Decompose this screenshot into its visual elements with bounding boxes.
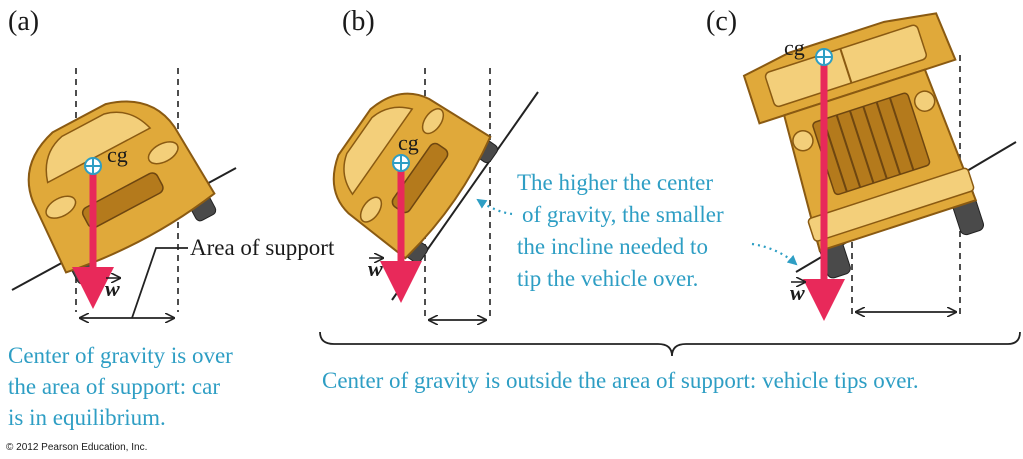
svg-text:Center of gravity is over: Center of gravity is over bbox=[8, 343, 233, 368]
svg-text:is in equilibrium.: is in equilibrium. bbox=[8, 405, 166, 430]
panel-a-weight-label: w bbox=[105, 276, 120, 301]
panel-a-cg-marker bbox=[84, 157, 102, 175]
panel-c-truck bbox=[742, 12, 985, 279]
panel-a-car bbox=[27, 100, 217, 285]
copyright-notice: © 2012 Pearson Education, Inc. bbox=[6, 442, 147, 453]
svg-text:the incline needed to: the incline needed to bbox=[517, 234, 708, 259]
panel-c-cg-marker bbox=[815, 48, 833, 66]
panel-c-weight-label: w bbox=[790, 280, 805, 305]
panel-b-cg-marker bbox=[392, 154, 410, 172]
panel-a-cg-label: cg bbox=[107, 142, 128, 167]
bottom-curly-brace bbox=[319, 331, 1021, 357]
svg-text:the area of support: car: the area of support: car bbox=[8, 374, 220, 399]
svg-text:w: w bbox=[790, 280, 805, 305]
panel-c: (c) cg w bbox=[706, 6, 1017, 321]
panel-c-label: (c) bbox=[706, 6, 737, 37]
area-of-support-leader bbox=[131, 247, 188, 319]
svg-text:The higher the center: The higher the center bbox=[517, 170, 713, 195]
middle-note-pointer-b bbox=[476, 198, 513, 216]
panel-b-weight-label: w bbox=[368, 256, 383, 281]
svg-text:of gravity, the smaller: of gravity, the smaller bbox=[522, 202, 724, 227]
panel-a-label: (a) bbox=[8, 6, 39, 37]
svg-text:w: w bbox=[105, 276, 120, 301]
middle-note-pointer-c bbox=[751, 242, 798, 266]
panel-a-caption: Center of gravity is over the area of su… bbox=[8, 343, 233, 430]
svg-text:w: w bbox=[368, 256, 383, 281]
panel-b: (b) cg w bbox=[332, 6, 539, 320]
panel-b-cg-label: cg bbox=[398, 130, 419, 155]
panel-c-cg-label: cg bbox=[784, 35, 805, 60]
panel-a: (a) cg w Area of support Center o bbox=[8, 6, 335, 430]
panel-b-label: (b) bbox=[342, 6, 375, 37]
svg-text:tip the vehicle over.: tip the vehicle over. bbox=[517, 266, 698, 291]
area-of-support-label: Area of support bbox=[190, 235, 335, 260]
bottom-caption: Center of gravity is outside the area of… bbox=[322, 368, 919, 393]
middle-note: The higher the center of gravity, the sm… bbox=[476, 170, 798, 291]
